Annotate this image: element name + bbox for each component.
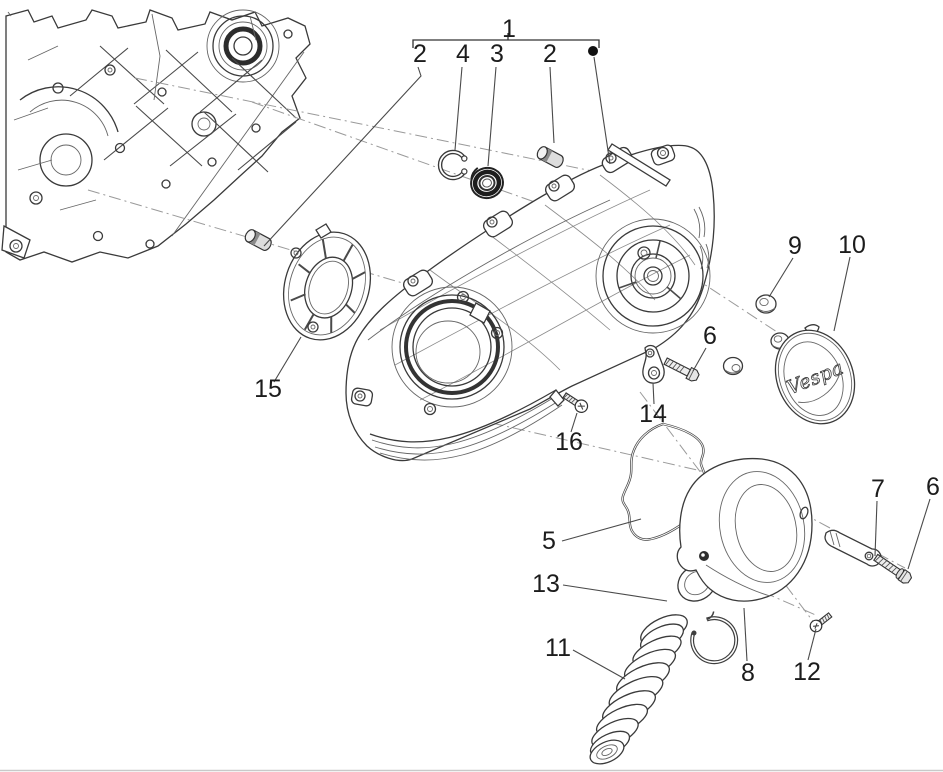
callout-label-1: 1 (502, 15, 516, 43)
callout-label-3: 3 (490, 40, 504, 68)
callout-label-2: 2 (543, 40, 557, 68)
part-ball-bearing (470, 166, 504, 200)
leader-lines-layer (263, 56, 931, 680)
crankcase-bolt-holes (29, 29, 293, 249)
callout-label-10: 10 (838, 231, 866, 259)
part-bracket-link (642, 344, 665, 384)
part-circlip (437, 149, 468, 181)
part-dowel-pin-left (244, 229, 272, 251)
part-wire-clip (690, 611, 739, 665)
callout-label-15: 15 (254, 375, 282, 403)
callout-label-6: 6 (703, 322, 717, 350)
part-cover-gasket (621, 422, 709, 541)
leader-line (561, 518, 642, 542)
crankcase-lower-boss (1, 224, 31, 259)
leader-line (652, 382, 655, 405)
leader-line (572, 649, 626, 680)
part-screw-12 (809, 612, 833, 633)
cover-fan-boss (595, 206, 711, 334)
part-flange-bolt-right (873, 553, 913, 584)
callout-label-6: 6 (926, 473, 940, 501)
part-screw-16 (562, 392, 589, 413)
callout-label-11: 11 (545, 634, 571, 662)
callout-label-4: 4 (456, 40, 470, 68)
cover-surface-lines (367, 174, 696, 401)
part-transmission-cover (345, 143, 715, 462)
leader-line (768, 257, 794, 298)
leader-line (743, 607, 748, 662)
part-logo-cover: Vespa (774, 324, 856, 425)
leader-line (454, 66, 463, 151)
cover-variator-opening (391, 286, 513, 416)
leader-line (593, 56, 611, 165)
group-bracket (412, 33, 600, 48)
crankcase-half (1, 9, 311, 263)
leader-line (807, 628, 817, 661)
part-cooling-gasket-ring (282, 223, 372, 341)
leader-line (263, 66, 422, 247)
leader-line (273, 336, 302, 383)
callout-label-8: 8 (741, 659, 755, 687)
callout-label-7: 7 (871, 475, 885, 503)
callout-dot (588, 46, 598, 56)
leader-line (549, 66, 555, 144)
part-flange-bolt-mid (663, 357, 700, 382)
leader-line (692, 347, 707, 372)
part-intake-bellows (589, 614, 688, 765)
part-retainer-strap (824, 529, 882, 567)
part-dowel-pin-top (536, 146, 564, 168)
cover-mounting-lugs (350, 143, 676, 407)
leader-line (562, 584, 668, 602)
callout-label-14: 14 (639, 400, 667, 428)
leader-line (874, 500, 878, 557)
leader-line (907, 498, 931, 570)
part-cap-nut (755, 294, 777, 314)
callout-label-16: 16 (555, 428, 583, 456)
part-spacer-cap (722, 356, 744, 376)
leader-line (833, 256, 851, 332)
leader-line (487, 66, 497, 167)
leader-line (570, 412, 578, 433)
callout-label-13: 13 (532, 570, 560, 598)
callout-label-9: 9 (788, 232, 802, 260)
callout-label-12: 12 (793, 658, 821, 686)
callout-label-2: 2 (413, 40, 427, 68)
part-kickstart-cover (676, 457, 813, 602)
crankcase-ribs (69, 45, 297, 173)
cover-bottom-ribs (369, 388, 565, 461)
callout-label-5: 5 (542, 527, 556, 555)
